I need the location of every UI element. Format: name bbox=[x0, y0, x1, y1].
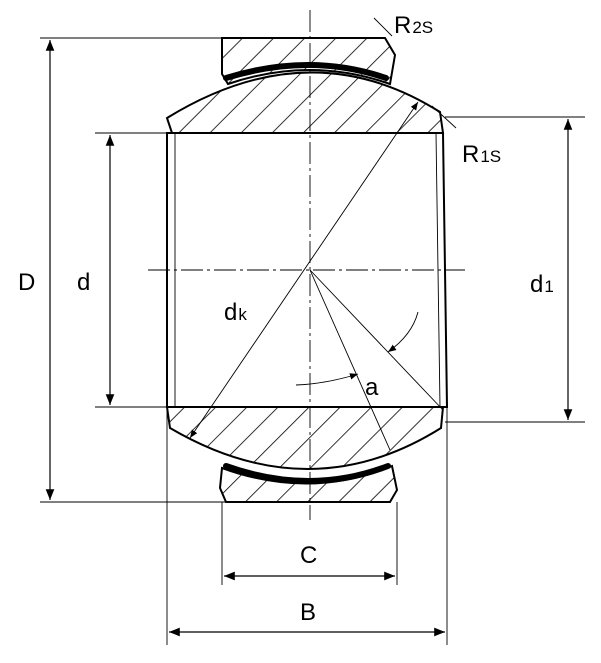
label-dk-main: d bbox=[224, 299, 237, 326]
label-d: d bbox=[77, 269, 90, 296]
label-R2S-main: R bbox=[394, 12, 411, 39]
label-D: D bbox=[18, 269, 35, 296]
label-d1-main: d bbox=[530, 271, 543, 298]
label-C: C bbox=[300, 542, 317, 569]
tilt-line-2 bbox=[309, 269, 391, 451]
label-R2S: R2S bbox=[394, 12, 433, 39]
label-R1S-main: R bbox=[462, 141, 479, 168]
inner-ring-bottom bbox=[165, 406, 445, 470]
label-B: B bbox=[300, 599, 316, 626]
inner-ring-top bbox=[165, 71, 445, 134]
dim-line-dk bbox=[189, 101, 419, 439]
outer-ring-top bbox=[221, 37, 397, 86]
outer-ring-top-liner bbox=[223, 62, 389, 81]
label-d1-sub: 1 bbox=[544, 277, 553, 296]
label-d1: d1 bbox=[530, 271, 554, 298]
outer-ring-bottom-liner bbox=[223, 463, 391, 484]
label-R2S-sub: 2S bbox=[412, 18, 433, 37]
label-dk-sub: k bbox=[238, 305, 247, 324]
leader-R2S bbox=[373, 17, 393, 37]
label-a: a bbox=[365, 374, 379, 401]
tilt-line-1 bbox=[309, 269, 444, 411]
tilt-arc-left bbox=[295, 373, 359, 386]
tilt-arc-right bbox=[387, 311, 419, 353]
label-R1S-sub: 1S bbox=[480, 147, 501, 166]
leader-R1S bbox=[431, 105, 457, 129]
label-R1S: R1S bbox=[462, 141, 501, 168]
label-dk: dk bbox=[224, 299, 247, 326]
